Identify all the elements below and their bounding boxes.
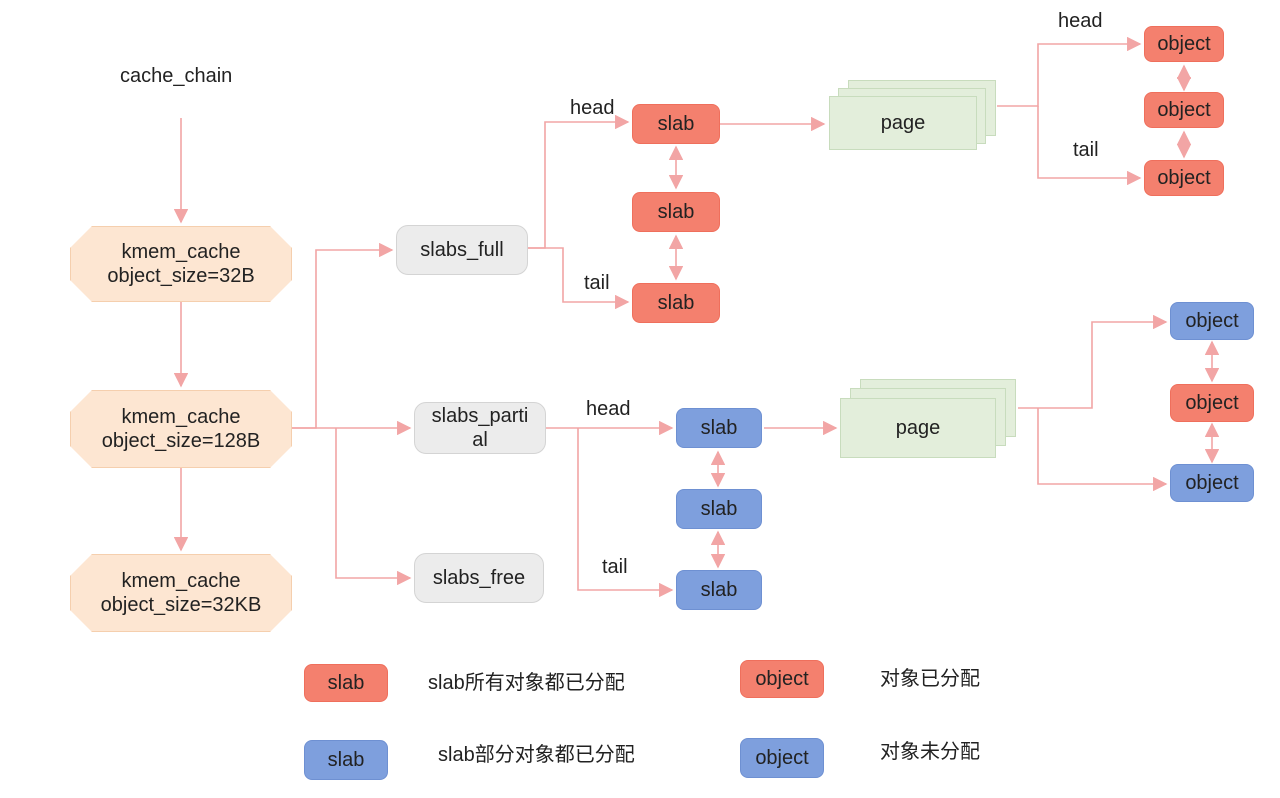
slabs-full-list: slabs_full <box>396 225 528 275</box>
top-object-1: object <box>1144 26 1224 62</box>
slabs-partial-list: slabs_parti al <box>414 402 546 454</box>
arrow-cache-to-slabs-full <box>292 242 394 429</box>
arrow-page-bottom-top <box>1018 314 1168 409</box>
full-slab-3: slab <box>632 283 720 323</box>
partial-slab-3: slab <box>676 570 762 610</box>
page-bottom: page <box>840 398 996 458</box>
arrow-full-head <box>528 114 630 249</box>
cache-chain-label: cache_chain <box>120 65 233 87</box>
legend-object-allocated-swatch: object <box>740 660 824 698</box>
partial-slab-1: slab <box>676 408 762 448</box>
bottom-object-1: object <box>1170 302 1254 340</box>
top-object-2: object <box>1144 92 1224 128</box>
arrow-cache-to-slabs-free <box>335 428 412 586</box>
arrow-full-tail <box>528 247 630 310</box>
full-tail-label: tail <box>584 272 610 294</box>
kmem-cache-32kb-size: object_size=32KB <box>100 594 262 616</box>
kmem-cache-32b-name: kmem_cache <box>121 241 241 263</box>
kmem-cache-128b-name: kmem_cache <box>121 406 241 428</box>
legend-object-free-text: 对象未分配 <box>880 741 980 763</box>
partial-tail-label: tail <box>602 556 628 578</box>
legend-object-allocated-text: 对象已分配 <box>880 668 980 690</box>
legend-slab-partial-text: slab部分对象都已分配 <box>438 744 635 766</box>
page-top-head-label: head <box>1058 10 1103 32</box>
kmem-cache-32kb-name: kmem_cache <box>121 570 241 592</box>
full-slab-1: slab <box>632 104 720 144</box>
partial-head-label: head <box>586 398 631 420</box>
top-object-3: object <box>1144 160 1224 196</box>
legend-slab-full-swatch: slab <box>304 664 388 702</box>
bottom-object-3: object <box>1170 464 1254 502</box>
page-top-tail-label: tail <box>1073 139 1099 161</box>
legend-object-free-swatch: object <box>740 738 824 778</box>
arrow-page-top-head <box>997 36 1142 107</box>
slabs-free-list: slabs_free <box>414 553 544 603</box>
legend-slab-full-text: slab所有对象都已分配 <box>428 672 625 694</box>
arrow-page-bottom-bottom <box>1037 408 1168 492</box>
bottom-object-2: object <box>1170 384 1254 422</box>
partial-slab-2: slab <box>676 489 762 529</box>
full-slab-2: slab <box>632 192 720 232</box>
legend-slab-partial-swatch: slab <box>304 740 388 780</box>
kmem-cache-32b-size: object_size=32B <box>107 265 255 287</box>
arrow-partial-tail <box>577 428 674 598</box>
kmem-cache-128b-size: object_size=128B <box>101 430 261 452</box>
page-top: page <box>829 96 977 150</box>
full-head-label: head <box>570 97 615 119</box>
arrow-page-top-tail <box>1037 106 1142 186</box>
